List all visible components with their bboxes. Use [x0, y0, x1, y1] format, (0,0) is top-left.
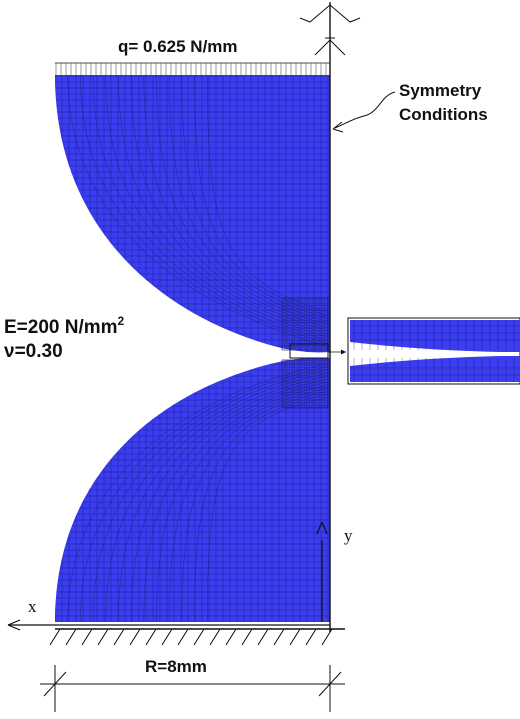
hatch-line	[113, 628, 125, 646]
mesh-curve	[105, 75, 330, 338]
poisson-label: ν=0.30	[4, 341, 63, 362]
hatch-line	[129, 628, 141, 646]
fixed-support	[49, 628, 345, 646]
hatch-line	[209, 628, 221, 646]
zoom-box	[289, 343, 329, 359]
mesh-curve	[156, 75, 330, 326]
mesh-curve	[118, 75, 330, 335]
mesh-curve	[207, 396, 330, 622]
hatch-line	[81, 628, 93, 646]
mesh-curve	[130, 378, 330, 622]
x-axis-arrow	[7, 619, 330, 631]
mesh-curve	[67, 75, 330, 348]
symmetry-leader-arrowhead	[332, 121, 344, 133]
hatch-line	[289, 628, 301, 646]
hatch-line	[273, 628, 285, 646]
hatch-line	[305, 628, 317, 646]
mesh-curve	[105, 372, 330, 622]
hatch-line	[241, 628, 253, 646]
upper-mesh-region	[55, 75, 330, 353]
refined-mesh-lines	[281, 297, 328, 408]
hatch-line	[257, 628, 269, 646]
inset-upper-body	[350, 320, 520, 352]
mesh-curve	[207, 75, 330, 314]
lower-mesh-region	[55, 357, 330, 622]
zoom-inset	[347, 317, 520, 385]
mesh-curve	[92, 369, 330, 622]
hatch-line	[225, 628, 237, 646]
lower-body	[55, 357, 330, 622]
inset-mesh-lines	[350, 320, 520, 382]
y-axis-label: y	[344, 526, 353, 545]
hatch-line	[145, 628, 157, 646]
load-label: q= 0.625 N/mm	[118, 37, 238, 56]
symmetry-axis	[299, 2, 361, 632]
upper-body	[55, 75, 330, 353]
mesh-curve	[181, 75, 330, 320]
hatch-line	[193, 628, 205, 646]
hatch-line	[49, 628, 61, 646]
top-guide-symbol	[299, 4, 361, 56]
mesh-curve	[143, 381, 330, 622]
hatch-line	[65, 628, 77, 646]
mesh-curve	[143, 75, 330, 329]
distributed-load	[55, 62, 330, 75]
modulus-label: E=200 N/mm2	[4, 314, 125, 338]
x-axis-label: x	[28, 597, 37, 616]
symmetry-label-line2: Conditions	[399, 105, 488, 124]
mesh-curve	[194, 393, 330, 622]
mesh-curve	[181, 390, 330, 622]
mesh-curve	[130, 75, 330, 332]
hatch-line	[97, 628, 109, 646]
mesh-curve	[169, 75, 330, 323]
inset-lower-body	[350, 356, 520, 382]
radius-label: R=8mm	[145, 657, 207, 676]
mesh-curve	[194, 75, 330, 317]
radius-dimension	[40, 665, 345, 712]
symmetry-label-line1: Symmetry	[399, 81, 482, 100]
mesh-curve	[118, 375, 330, 622]
hatch-line	[161, 628, 173, 646]
zoom-arrow-head	[341, 349, 346, 355]
hatch-line	[321, 628, 333, 646]
mesh-curve	[80, 365, 330, 622]
symmetry-leader	[334, 91, 396, 129]
mesh-curve	[92, 75, 330, 341]
y-axis-arrow	[316, 521, 328, 622]
hatch-line	[177, 628, 189, 646]
